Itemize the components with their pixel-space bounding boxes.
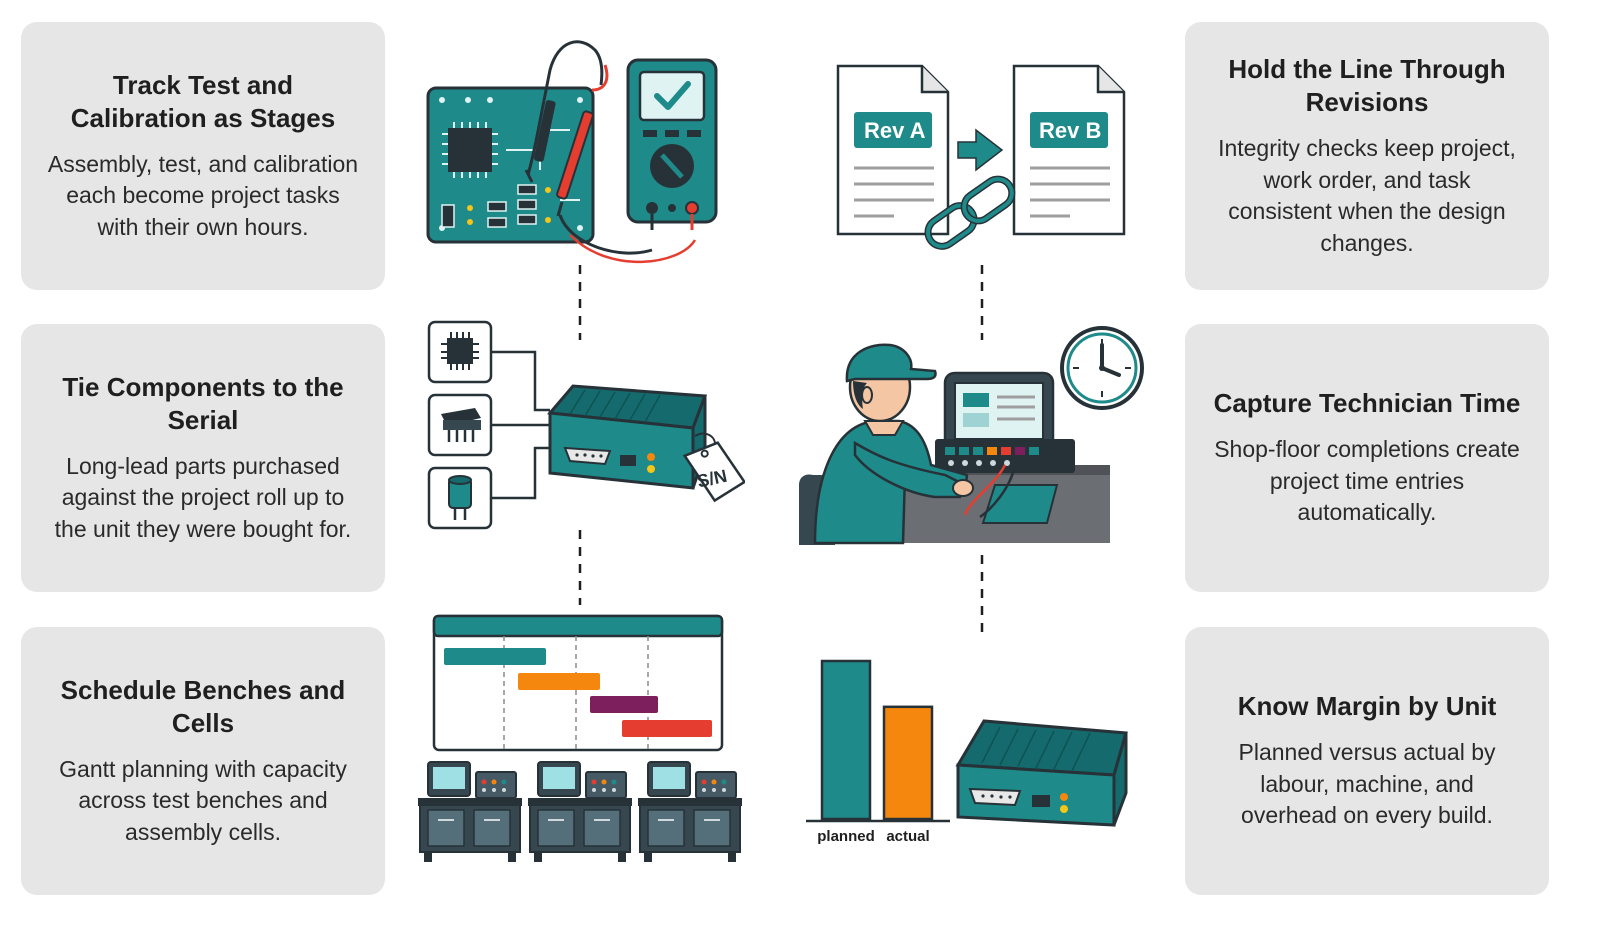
gantt-benches-illustration xyxy=(418,614,743,863)
card-body: Shop-floor completions create project ti… xyxy=(1214,436,1520,526)
workbench-icon xyxy=(418,761,522,862)
test-probes xyxy=(524,40,697,264)
margin-illustration: planned actual xyxy=(806,659,1128,845)
enclosure-box-icon xyxy=(955,719,1128,827)
technician-illustration xyxy=(799,326,1144,545)
bar-label-planned: planned xyxy=(817,828,875,845)
gantt-bar xyxy=(518,673,600,690)
card-title: Capture Technician Time xyxy=(1213,388,1521,419)
enclosure-box-icon xyxy=(547,384,708,490)
card-schedule-benches: Schedule Benches and Cells Gantt plannin… xyxy=(21,627,385,895)
card-body: Planned versus actual by labour, machine… xyxy=(1238,739,1496,829)
technician-icon xyxy=(799,343,974,545)
arrow-icon xyxy=(957,128,1004,172)
gantt-bar xyxy=(444,648,546,665)
document-icon: Rev A xyxy=(836,64,950,236)
card-hold-the-line: Hold the Line Through Revisions Integrit… xyxy=(1185,22,1549,290)
card-capture-time: Capture Technician Time Shop-floor compl… xyxy=(1185,324,1549,592)
bar-actual xyxy=(882,705,934,821)
bar-planned xyxy=(820,659,872,821)
card-know-margin: Know Margin by Unit Planned versus actua… xyxy=(1185,627,1549,895)
revision-a-label: Rev A xyxy=(864,118,926,143)
gantt-chart-icon xyxy=(432,614,724,752)
components-to-serial-illustration: S/N xyxy=(427,320,745,530)
circuit-board-icon xyxy=(426,86,595,244)
card-title: Tie Components to the Serial xyxy=(62,371,344,435)
test-station-icon xyxy=(935,371,1075,524)
multimeter-icon xyxy=(626,58,718,230)
document-icon: Rev B xyxy=(1012,64,1126,236)
circuit-board-illustration xyxy=(426,40,718,264)
gantt-bar xyxy=(590,696,658,713)
card-tie-components: Tie Components to the Serial Long-lead p… xyxy=(21,324,385,592)
gantt-bar xyxy=(622,720,712,737)
card-title: Know Margin by Unit xyxy=(1237,691,1497,722)
card-title: Hold the Line Through Revisions xyxy=(1228,54,1506,117)
card-title: Schedule Benches and Cells xyxy=(60,674,346,738)
chain-link-icon xyxy=(924,175,1016,250)
card-title: Track Test and Calibration as Stages xyxy=(70,69,336,133)
revision-b-label: Rev B xyxy=(1039,118,1101,143)
card-body: Gantt planning with capacity across test… xyxy=(59,755,347,845)
bar-label-actual: actual xyxy=(886,828,929,845)
card-body: Integrity checks keep project, work orde… xyxy=(1218,135,1516,256)
card-body: Long-lead parts purchased against the pr… xyxy=(54,452,352,542)
card-track-test: Track Test and Calibration as Stages Ass… xyxy=(21,22,385,290)
card-body: Assembly, test, and calibration each bec… xyxy=(47,150,359,240)
revisions-illustration: Rev A Rev B xyxy=(836,64,1126,250)
clock-icon xyxy=(1060,326,1144,410)
